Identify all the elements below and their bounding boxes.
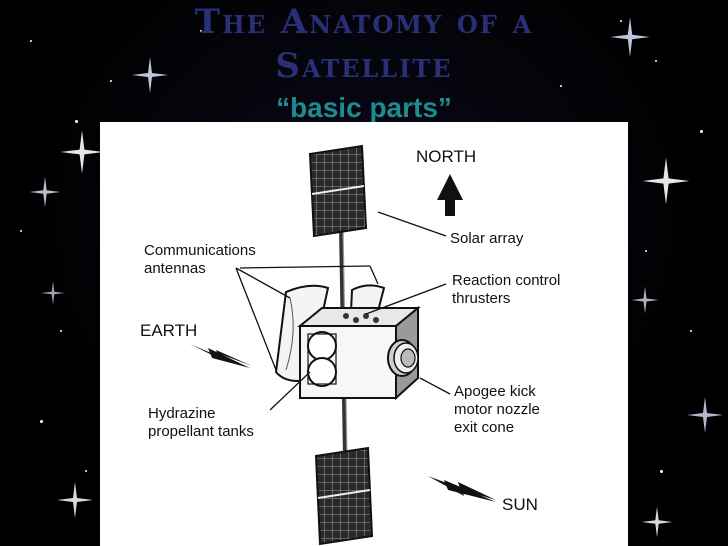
leader-solar-array (377, 211, 447, 237)
earth-arrow-icon (190, 344, 252, 368)
north-arrow-icon (437, 174, 463, 216)
star (85, 470, 87, 472)
apogee-nozzle (387, 339, 419, 377)
star (200, 30, 202, 32)
star (620, 20, 622, 22)
label-hydra-line1: Hydrazine (148, 405, 216, 422)
label-apogee-line2: motor nozzle (454, 401, 540, 418)
star (110, 80, 112, 82)
star (660, 470, 663, 473)
star (690, 330, 692, 332)
label-rcs-line2: thrusters (452, 290, 510, 307)
label-apogee-line1: Apogee kick (454, 383, 536, 400)
satellite-diagram: NORTH EARTH SUN Solar array Communicatio… (100, 122, 628, 546)
star (645, 250, 647, 252)
star (700, 130, 703, 133)
star (40, 420, 43, 423)
satellite-diagram-svg: NORTH EARTH SUN Solar array Communicatio… (140, 144, 560, 546)
leader-rcs (365, 283, 447, 315)
leader-hydrazine (269, 371, 311, 411)
sparkle-star-icon (60, 130, 104, 174)
star (20, 230, 22, 232)
sparkle-star-icon (41, 281, 65, 305)
sparkle-star-icon (642, 157, 690, 205)
label-solar-array: Solar array (450, 230, 524, 247)
sun-arrow-icon (428, 476, 496, 502)
label-earth: EARTH (140, 321, 197, 340)
label-comm-line2: antennas (144, 260, 206, 277)
sparkle-star-icon (631, 286, 659, 314)
leader-comm-antennas (235, 265, 379, 371)
label-sun: SUN (502, 495, 538, 514)
sparkle-star-icon (687, 397, 723, 433)
star (60, 330, 62, 332)
label-hydra-line2: propellant tanks (148, 423, 254, 440)
label-rcs-line1: Reaction control (452, 272, 560, 289)
leader-apogee (419, 377, 451, 395)
solar-array-bottom (314, 446, 374, 546)
star (30, 40, 32, 42)
slide-subtitle: “basic parts” (276, 92, 452, 123)
label-north: NORTH (416, 147, 476, 166)
star (655, 60, 657, 62)
slide-title-line1: The Anatomy of a (194, 2, 534, 42)
sparkle-star-icon (641, 506, 673, 538)
sparkle-star-icon (29, 176, 61, 208)
solar-array-top (308, 144, 368, 238)
slide-title-line2: Satellite (275, 46, 453, 86)
star (560, 85, 562, 87)
sparkle-star-icon (132, 57, 168, 93)
label-apogee-line3: exit cone (454, 419, 514, 436)
star (75, 120, 78, 123)
sparkle-star-icon (57, 482, 93, 518)
label-comm-line1: Communications (144, 242, 256, 259)
sparkle-star-icon (610, 17, 650, 57)
